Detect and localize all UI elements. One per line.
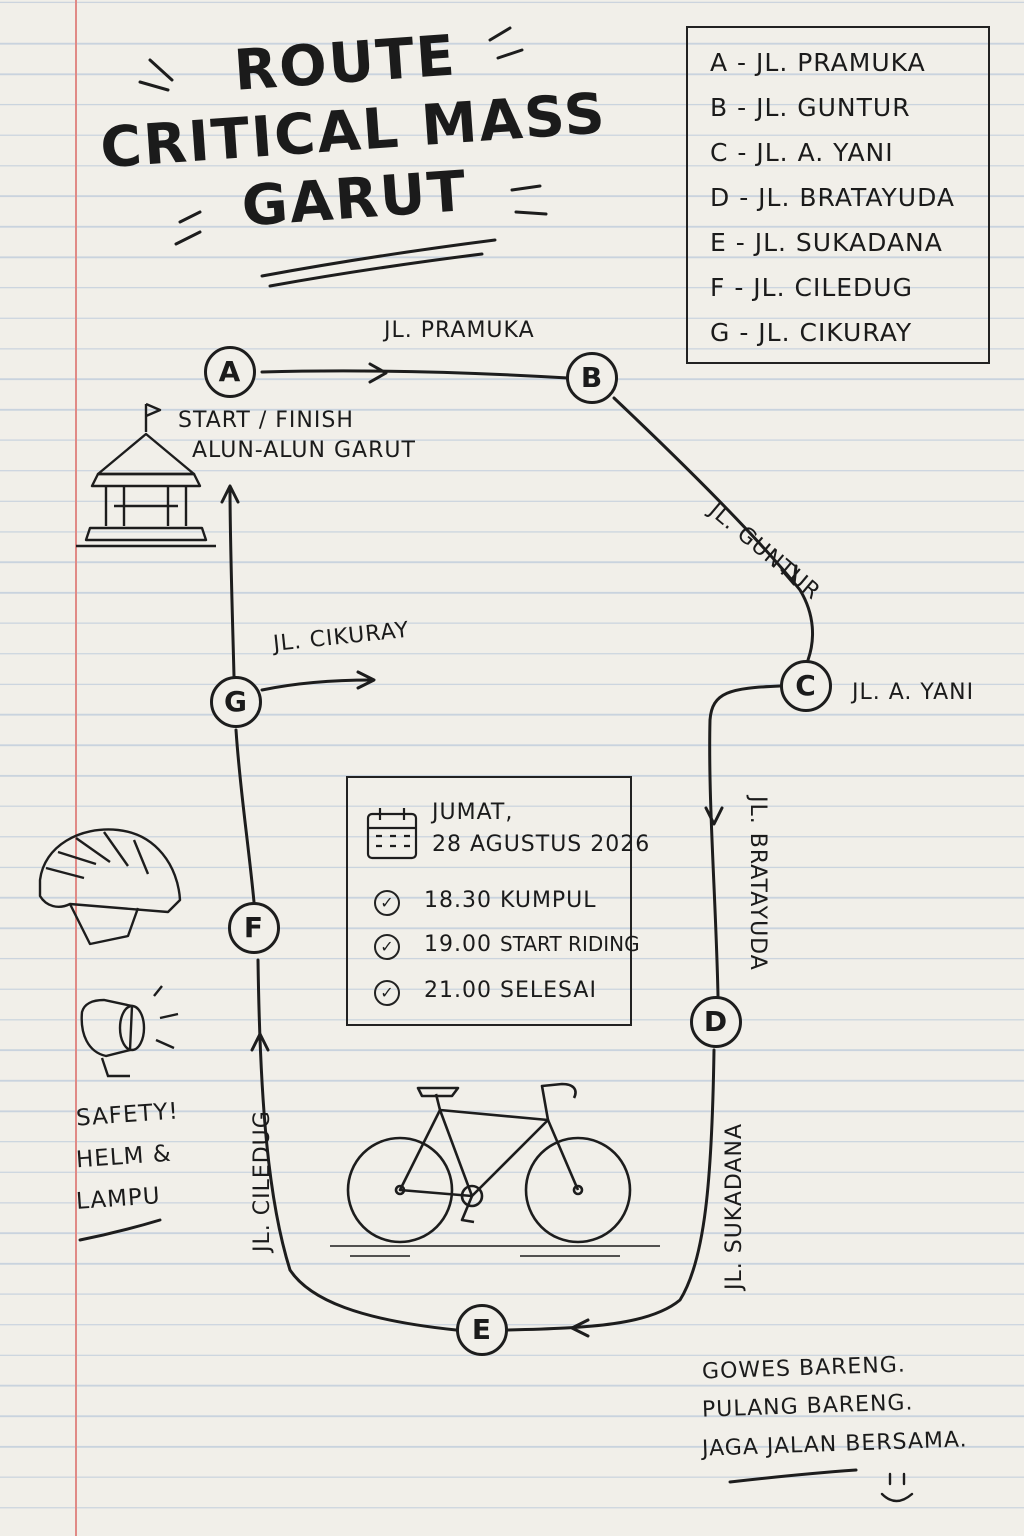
- legend-item-f: F - JL. CILEDUG: [710, 273, 913, 302]
- legend-item-b: B - JL. GUNTUR: [710, 93, 911, 122]
- legend-item-c: C - JL. A. YANI: [710, 138, 894, 167]
- calendar-icon: [366, 808, 418, 860]
- schedule-time-2: 19.00: [424, 932, 492, 957]
- bike-light-icon: [80, 985, 179, 1078]
- start-label-line-1: START / FINISH: [178, 408, 354, 433]
- legend-item-d: D - JL. BRATAYUDA: [710, 183, 956, 212]
- street-label-sukadana: JL. SUKADANA: [722, 1123, 747, 1290]
- page-title: ROUTE CRITICAL MASS GARUT: [93, 13, 608, 251]
- smiley-icon: [880, 1472, 914, 1503]
- node-g: G: [210, 676, 262, 728]
- schedule-label-2: START RIDING: [500, 932, 640, 956]
- route-legend: A - JL. PRAMUKA B - JL. GUNTUR C - JL. A…: [686, 26, 990, 364]
- arrow-sukadana: [570, 1318, 590, 1338]
- schedule-time-1: 18.30: [424, 888, 492, 913]
- helmet-icon: [38, 828, 182, 946]
- arrow-pramuka: [368, 362, 388, 384]
- arrow-guntur: [780, 564, 798, 586]
- schedule-label-1: KUMPUL: [500, 888, 597, 913]
- event-date: 28 AGUSTUS 2026: [432, 832, 651, 857]
- street-label-ayani: JL. A. YANI: [852, 680, 975, 705]
- arrow-bratayuda: [704, 806, 724, 826]
- arrow-g-a: [220, 484, 240, 504]
- margin-line: [75, 0, 77, 1536]
- legend-item-a: A - JL. PRAMUKA: [710, 48, 926, 77]
- start-label-line-2: ALUN-ALUN GARUT: [192, 438, 416, 463]
- route-f-g: [234, 728, 256, 904]
- bicycle-icon: [330, 1082, 660, 1257]
- route-bratayuda: [708, 684, 782, 998]
- route-g-a: [228, 486, 236, 678]
- check-icon: ✓: [374, 934, 400, 960]
- street-label-bratayuda: JL. BRATAYUDA: [745, 796, 770, 971]
- event-day: JUMAT,: [432, 800, 514, 825]
- node-d: D: [690, 996, 742, 1048]
- node-c: C: [780, 660, 832, 712]
- event-info-box: JUMAT, 28 AGUSTUS 2026 ✓ 18.30 KUMPUL ✓ …: [346, 776, 649, 1026]
- arrow-cikuray: [356, 670, 376, 690]
- node-e: E: [456, 1304, 508, 1356]
- schedule-time-3: 21.00: [424, 978, 492, 1003]
- gazebo-icon: [76, 402, 216, 548]
- legend-item-e: E - JL. SUKADANA: [710, 228, 943, 257]
- arrow-ciledug: [250, 1032, 270, 1052]
- node-a: A: [204, 346, 256, 398]
- route-sukadana: [506, 1048, 716, 1332]
- node-b: B: [566, 352, 618, 404]
- node-f: F: [228, 902, 280, 954]
- legend-item-g: G - JL. CIKURAY: [710, 318, 913, 347]
- route-ciledug: [256, 958, 458, 1332]
- check-icon: ✓: [374, 980, 400, 1006]
- street-label-pramuka: JL. PRAMUKA: [384, 318, 535, 343]
- check-icon: ✓: [374, 890, 400, 916]
- street-label-ciledug: JL. CILEDUG: [250, 1110, 275, 1252]
- route-cikuray: [260, 678, 374, 692]
- route-guntur: [612, 396, 814, 662]
- schedule-label-3: SELESAI: [500, 978, 597, 1003]
- route-pramuka: [260, 369, 570, 380]
